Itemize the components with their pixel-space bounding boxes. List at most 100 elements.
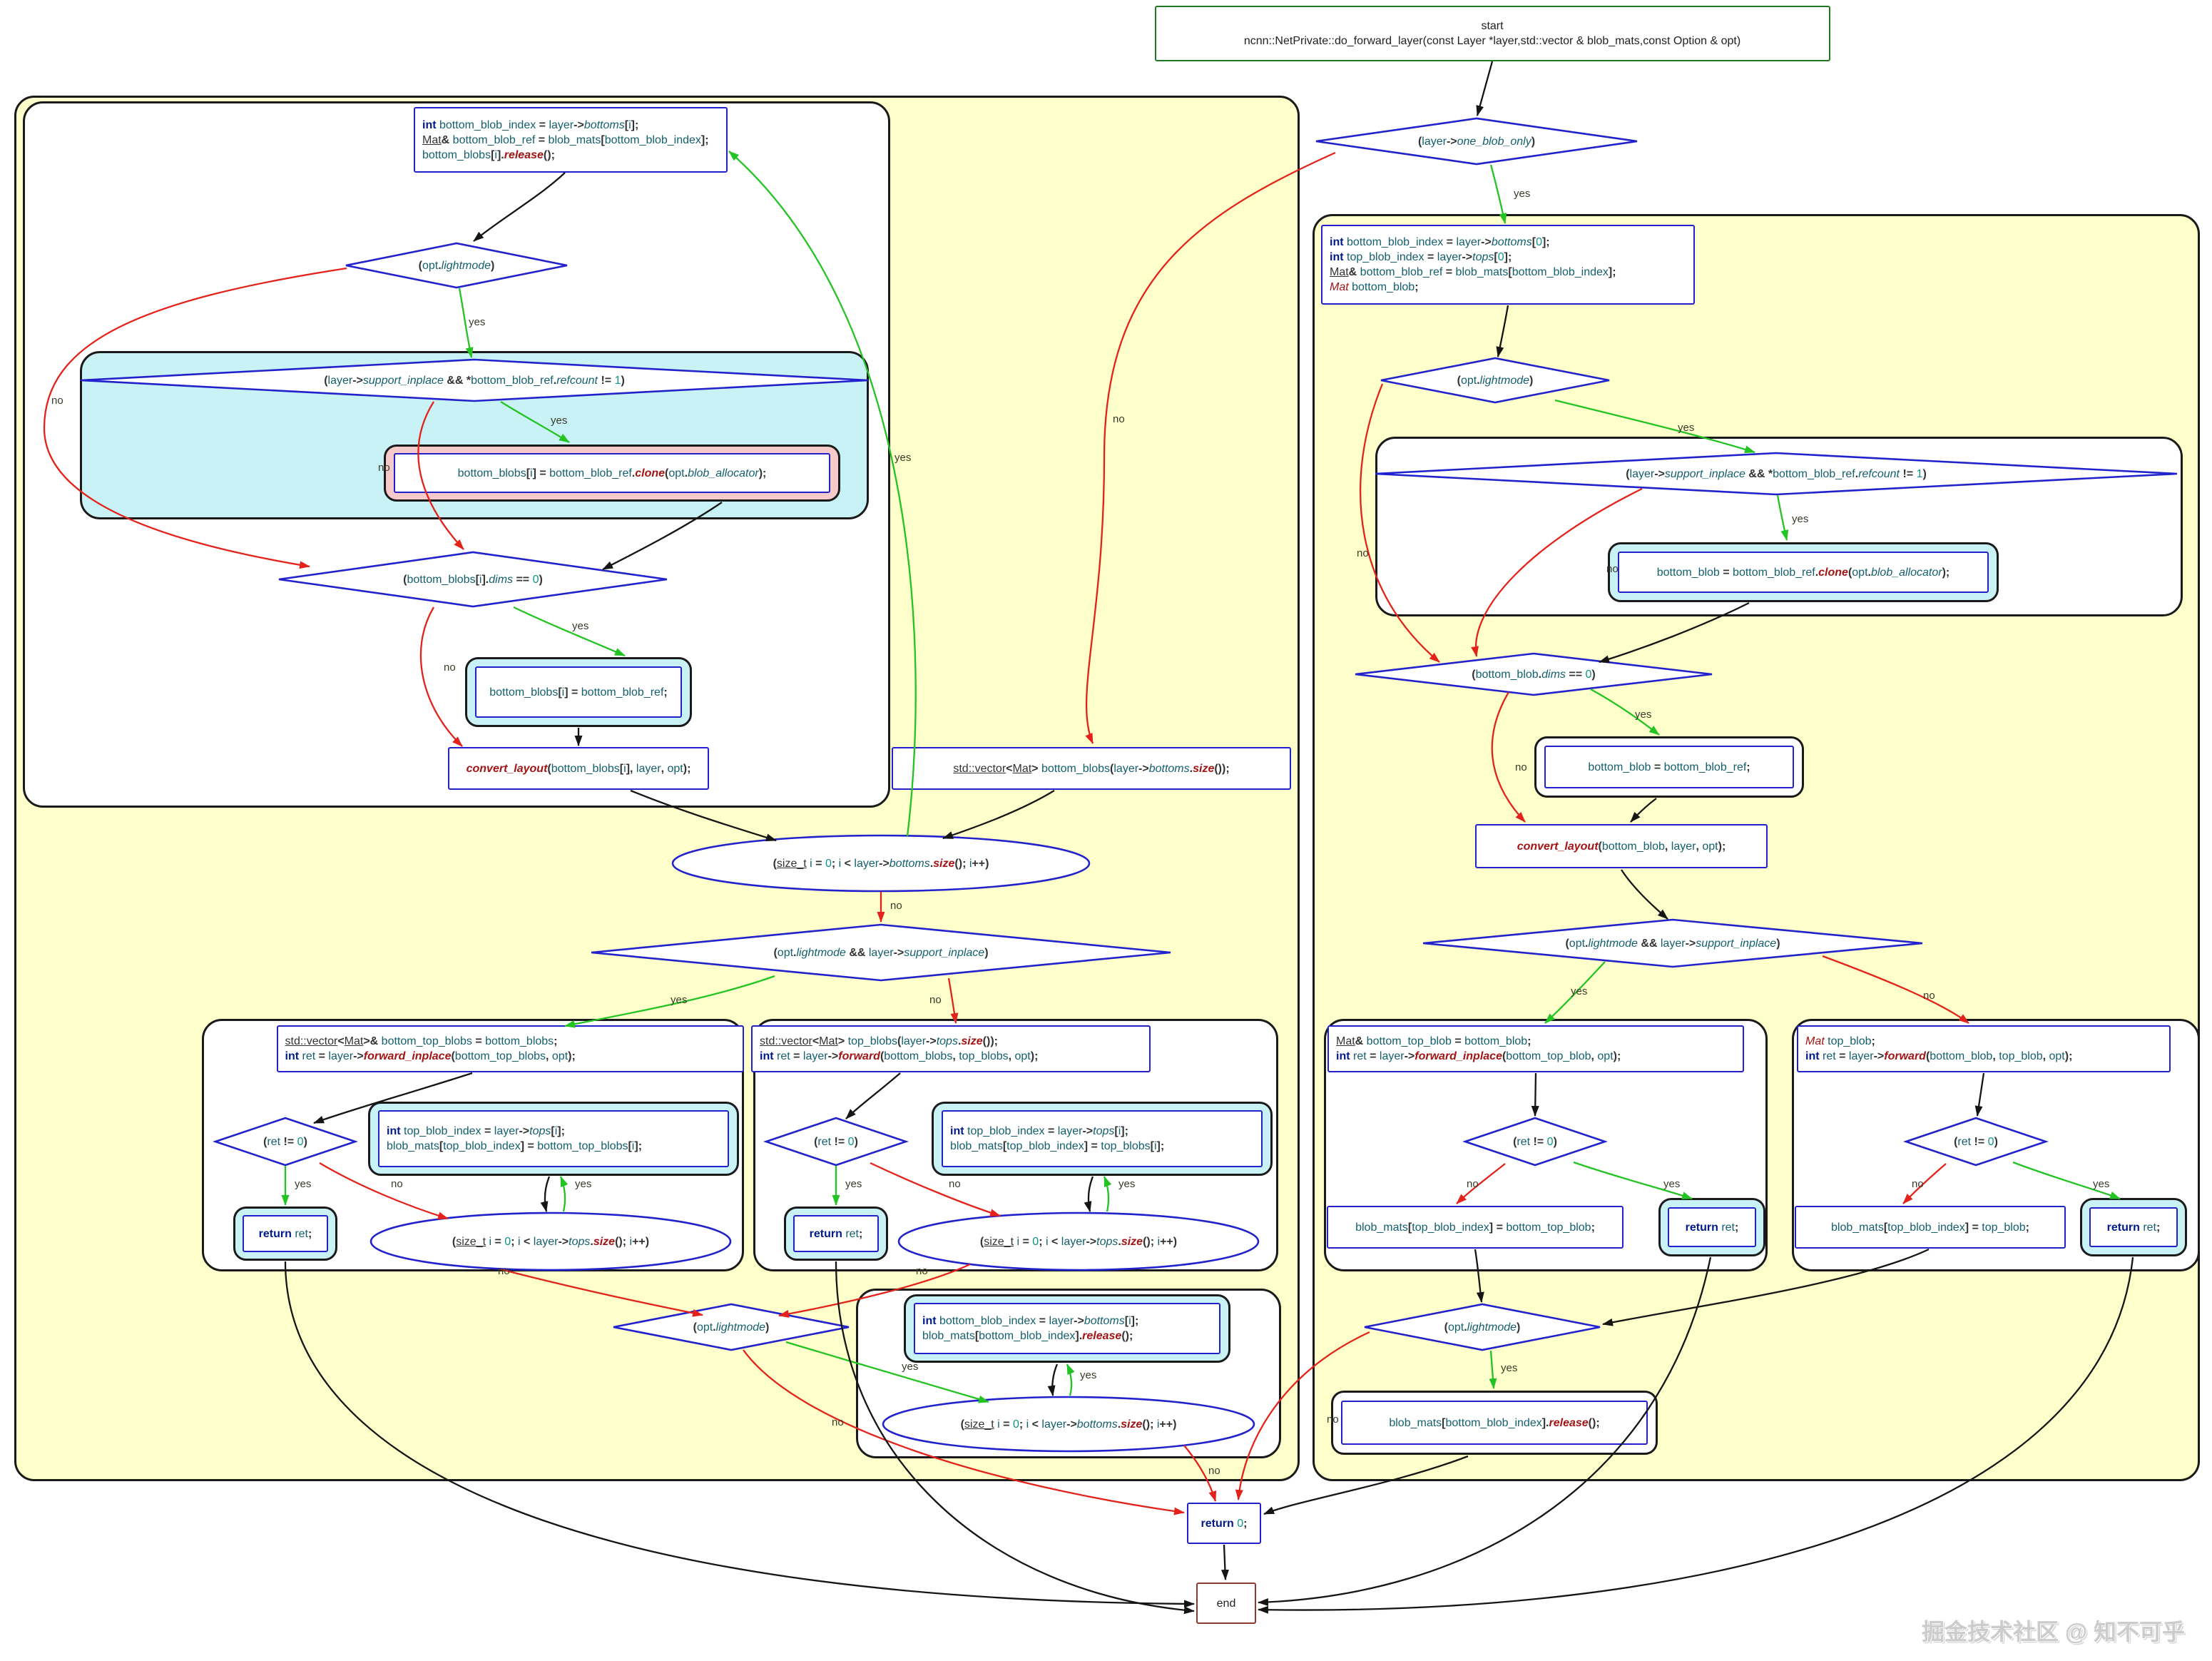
edge-seq-61	[1084, 1176, 1094, 1212]
edge-seq-57	[1258, 1256, 2134, 1614]
store-top-blobs-inplace-box	[378, 1110, 729, 1167]
edge-seq-3	[473, 172, 566, 242]
forward-single-box	[1797, 1025, 2171, 1072]
edge-seq-55	[835, 1261, 1195, 1615]
end-node-text: end	[1216, 1597, 1236, 1610]
end-node	[1196, 1583, 1256, 1624]
store-bottom-top-blob-box	[1327, 1206, 1624, 1249]
edge-no-26	[743, 1349, 1185, 1515]
edge-label-yes: yes	[572, 620, 588, 632]
decision-dims-left	[278, 551, 668, 608]
clone-bottom-blob-box	[1618, 552, 1989, 593]
return-ret-3	[1668, 1207, 1756, 1247]
edge-seq-45	[1621, 869, 1668, 920]
edge-no-7	[417, 401, 464, 550]
edge-yes-28	[1066, 1363, 1075, 1396]
edge-label-yes: yes	[295, 1178, 311, 1190]
bottom-blob-index-box-text: int bottom_blob_index = layer->bottoms[i…	[422, 118, 709, 161]
edge-yes-22	[559, 1176, 569, 1212]
decision-lightmode-bottom-right	[1364, 1303, 1601, 1351]
edge-label-yes: yes	[1663, 1178, 1680, 1190]
decision-lightmode-bottom-right-text: (opt.lightmode)	[1444, 1321, 1521, 1334]
edge-yes-39	[1776, 494, 1789, 541]
decision-dims-left-text: (bottom_blobs[i].dims == 0)	[403, 573, 543, 586]
edge-yes-37	[1554, 399, 1755, 454]
edge-no-40	[1471, 487, 1643, 657]
edge-seq-48	[1531, 1072, 1539, 1117]
decision-ret-2	[763, 1117, 909, 1167]
edge-no-10	[419, 606, 463, 747]
release-loop-body-box	[914, 1303, 1220, 1354]
edge-label-no: no	[51, 395, 63, 407]
edge-label-no: no	[1923, 990, 1935, 1002]
edge-label-no: no	[929, 994, 942, 1006]
decision-lightmode-right-text: (opt.lightmode)	[1457, 374, 1534, 387]
decision-one-blob-only	[1315, 117, 1638, 166]
edge-label-no: no	[378, 462, 390, 474]
loop-bottoms-ellipse-text: (size_t i = 0; i < layer->bottoms.size()…	[773, 857, 989, 870]
edge-seq-8	[602, 502, 723, 571]
edge-seq-27	[1047, 1363, 1059, 1396]
store-top-blobs-inplace-box-text: int top_blob_index = layer->tops[i];blob…	[387, 1125, 643, 1152]
edge-label-yes: yes	[1635, 708, 1651, 721]
edge-no-2	[1085, 151, 1336, 744]
init-single-box-text: int bottom_blob_index = layer->bottoms[0…	[1330, 236, 1616, 293]
edge-no-29	[1183, 1445, 1217, 1502]
edge-label-no: no	[949, 1178, 961, 1190]
return-ret-2	[793, 1215, 879, 1252]
edge-seq-18	[313, 1072, 473, 1124]
decision-ret-3-text: (ret != 0)	[1513, 1135, 1557, 1148]
edge-label-yes: yes	[1118, 1178, 1135, 1190]
release-single-box-text: blob_mats[bottom_blob_index].release();	[1389, 1416, 1600, 1429]
edge-label-no: no	[1467, 1178, 1479, 1190]
edge-yes-62	[1103, 1176, 1112, 1212]
edge-seq-0	[1476, 61, 1494, 116]
return-ret-1	[243, 1215, 328, 1252]
store-top-blobs-box-text: int top_blob_index = layer->tops[i];blob…	[950, 1125, 1165, 1152]
edge-yes-25	[785, 1341, 989, 1403]
assign-bottom-blobs-box	[475, 666, 682, 718]
forward-multi-box	[751, 1025, 1151, 1072]
clone-bottom-blobs-box	[394, 453, 830, 493]
store-top-blobs-box	[942, 1110, 1263, 1167]
edge-label-yes: yes	[1501, 1362, 1517, 1374]
edge-yes-46	[1544, 961, 1606, 1024]
edge-label-yes: yes	[469, 316, 485, 328]
edge-label-no: no	[1208, 1465, 1220, 1477]
edge-label-yes: yes	[1571, 985, 1587, 997]
edge-no-5	[43, 267, 347, 569]
start-node	[1154, 6, 1830, 61]
edge-label-yes: yes	[845, 1178, 862, 1190]
edge-label-yes: yes	[1514, 188, 1530, 200]
edge-label-yes: yes	[1080, 1369, 1096, 1381]
edge-label-no: no	[1357, 547, 1369, 559]
convert-layout-left-box	[448, 747, 709, 790]
edge-label-no: no	[832, 1416, 844, 1428]
loop-tops-1-ellipse	[369, 1212, 732, 1271]
vector-bottom-blobs-box-text: std::vector<Mat> bottom_blobs(layer->bot…	[953, 762, 1230, 775]
edge-no-38	[1359, 383, 1440, 663]
vector-bottom-blobs-box	[892, 747, 1291, 790]
edge-no-52	[1902, 1163, 1947, 1204]
edge-no-47	[1822, 955, 1969, 1024]
edge-seq-44	[1630, 798, 1657, 823]
assign-bottom-blob-box-text: bottom_blob = bottom_blob_ref;	[1588, 761, 1750, 773]
edge-label-yes: yes	[2093, 1178, 2109, 1190]
edge-no-33	[1235, 1331, 1370, 1500]
decision-lightmode-left	[345, 242, 568, 289]
decision-support-inplace-left-text: (layer->support_inplace && *bottom_blob_…	[324, 374, 625, 387]
forward-inplace-multi-box-text: std::vector<Mat>& bottom_top_blobs = bot…	[285, 1035, 576, 1062]
edge-seq-54	[284, 1261, 1195, 1608]
edge-label-no: no	[916, 1265, 928, 1277]
decision-lightmode-bottom-left	[613, 1303, 850, 1351]
edge-label-yes: yes	[1678, 422, 1694, 434]
edge-label-no: no	[890, 900, 902, 912]
edge-label-yes: yes	[1792, 513, 1808, 525]
edge-yes-42	[1590, 688, 1660, 736]
edge-no-20	[319, 1162, 449, 1220]
edge-yes-16	[564, 975, 775, 1028]
edge-seq-13	[942, 790, 1055, 840]
edge-label-yes: yes	[895, 452, 911, 464]
decision-lightmode-bottom-left-text: (opt.lightmode)	[693, 1321, 770, 1334]
